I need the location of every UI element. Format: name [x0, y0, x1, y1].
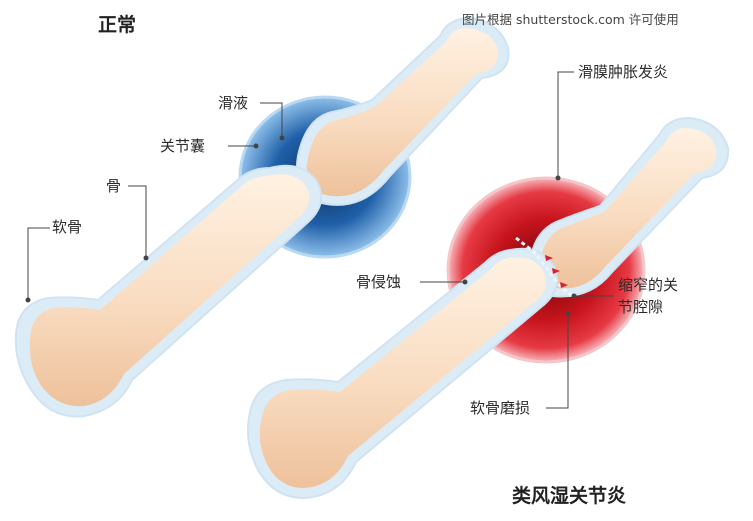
label-narrowed-space-line1: 缩窄的关 — [618, 276, 678, 294]
label-bone: 骨 — [106, 177, 121, 195]
label-narrowed-space-line2: 节腔隙 — [618, 298, 663, 316]
label-bone-erosion: 骨侵蚀 — [356, 273, 401, 291]
label-cartilage: 软骨 — [52, 218, 82, 236]
label-synovitis: 滑膜肿胀发炎 — [578, 63, 668, 81]
normal-title: 正常 — [98, 16, 136, 34]
credit-text: 图片根据 shutterstock.com 许可使用 — [462, 11, 679, 29]
normal-lower-bone — [16, 166, 321, 417]
label-synovial-fluid: 滑液 — [218, 94, 248, 112]
label-cartilage-wear: 软骨磨损 — [470, 399, 530, 417]
ra-title: 类风湿关节炎 — [512, 487, 626, 505]
ra-lower-bone — [248, 249, 557, 498]
label-joint-capsule: 关节囊 — [160, 137, 205, 155]
